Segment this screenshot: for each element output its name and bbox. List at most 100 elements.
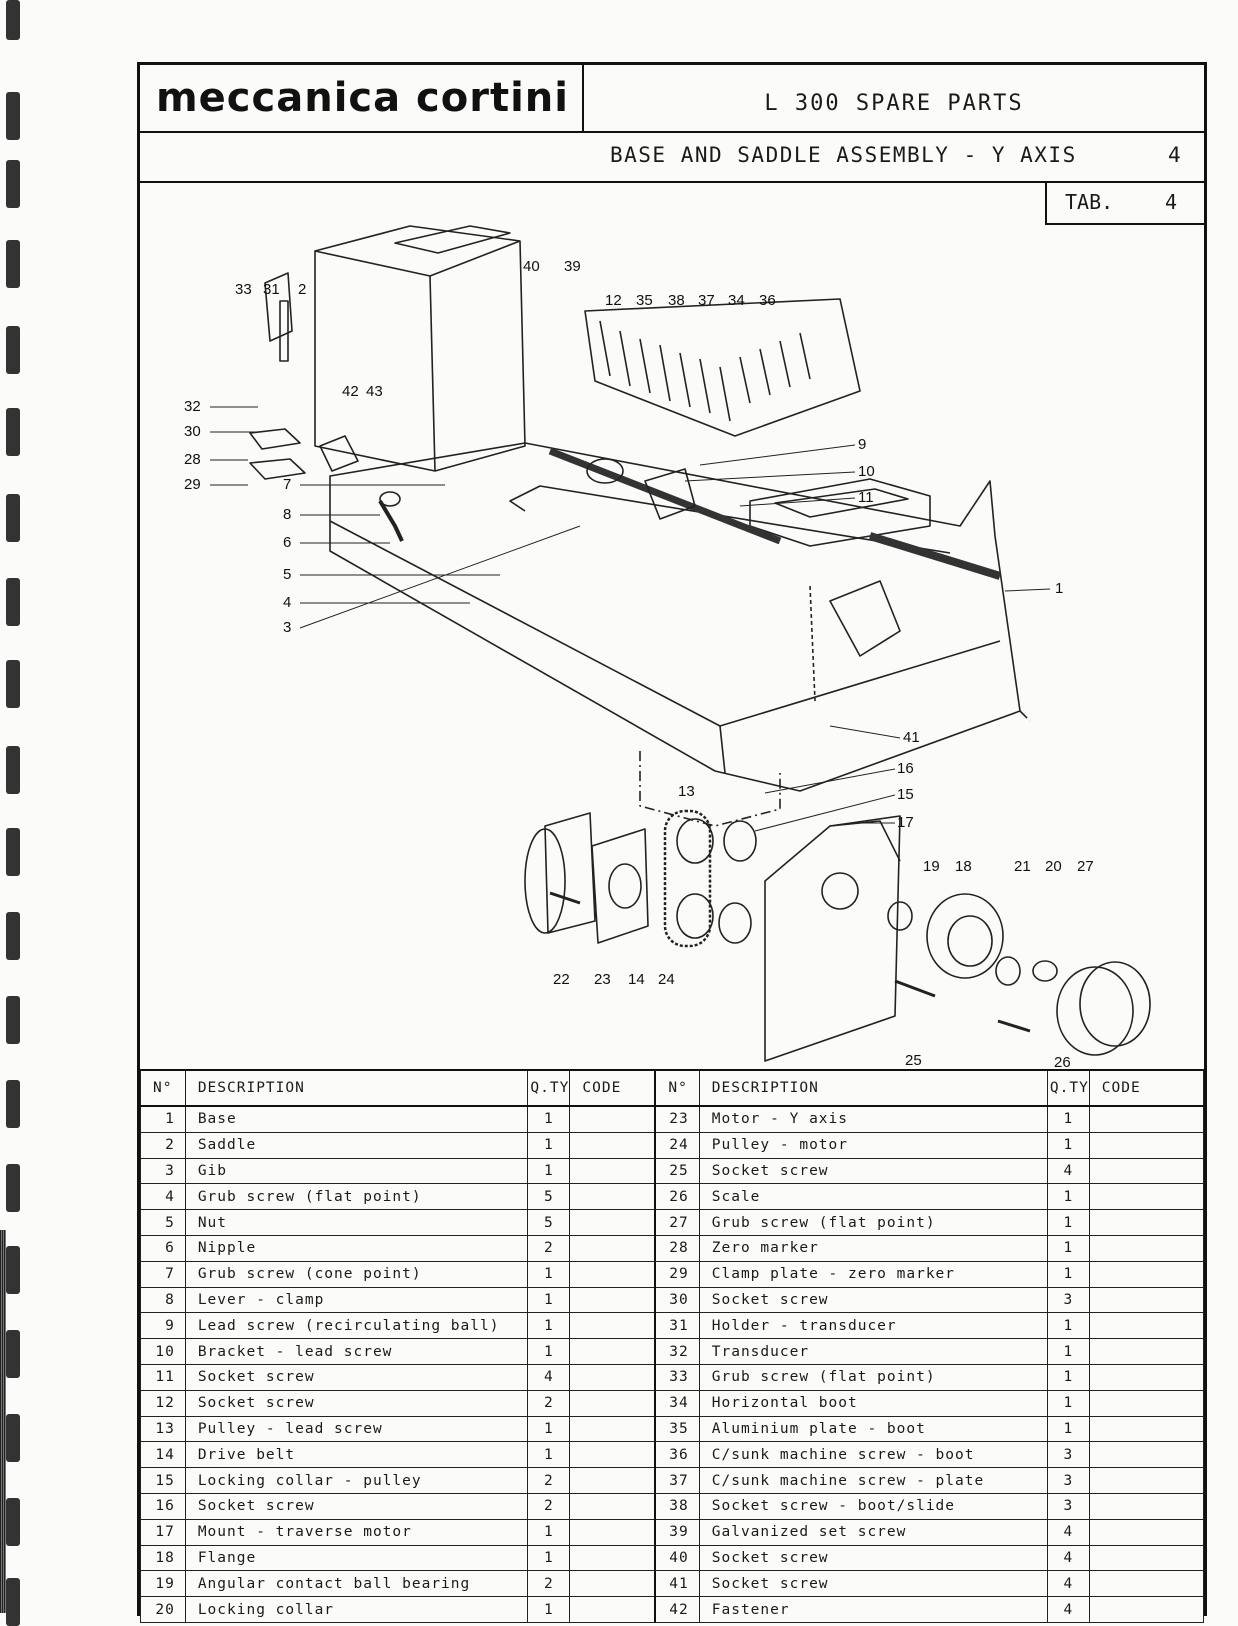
part-code xyxy=(569,1363,657,1391)
part-number: 35 xyxy=(654,1415,700,1443)
part-number: 8 xyxy=(140,1286,186,1314)
callout-14: 14 xyxy=(628,971,645,988)
part-description: Grub screw (cone point) xyxy=(184,1260,529,1288)
part-quantity: 1 xyxy=(527,1157,571,1185)
callout-17: 17 xyxy=(897,814,914,831)
part-number: 28 xyxy=(654,1234,700,1262)
tab-number: 4 xyxy=(1165,190,1178,214)
part-code xyxy=(1088,1415,1205,1443)
part-number: 25 xyxy=(654,1157,700,1185)
binder-hole xyxy=(6,578,20,626)
part-code xyxy=(569,1570,657,1598)
part-quantity: 1 xyxy=(527,1441,571,1469)
part-quantity: 3 xyxy=(1046,1492,1090,1520)
part-description: Grub screw (flat point) xyxy=(698,1209,1048,1236)
part-code xyxy=(569,1544,657,1572)
callout-34: 34 xyxy=(728,292,745,309)
binder-hole xyxy=(6,912,20,960)
callout-21: 21 xyxy=(1014,858,1031,875)
document-title: L 300 SPARE PARTS xyxy=(764,91,1024,116)
part-code xyxy=(569,1234,657,1262)
part-number: 36 xyxy=(654,1441,700,1469)
part-quantity: 1 xyxy=(1046,1234,1090,1262)
callout-37: 37 xyxy=(698,292,715,309)
part-quantity: 4 xyxy=(1046,1157,1090,1185)
binder-hole xyxy=(6,0,20,40)
part-number: 39 xyxy=(654,1518,700,1546)
flange xyxy=(926,893,1004,979)
part-code xyxy=(1088,1338,1205,1365)
col-description: DESCRIPTION xyxy=(698,1069,1048,1107)
part-description: Socket screw xyxy=(698,1286,1048,1314)
base xyxy=(329,442,1021,792)
part-quantity: 5 xyxy=(527,1183,571,1211)
part-number: 4 xyxy=(140,1183,186,1211)
part-number: 6 xyxy=(140,1234,186,1262)
subheader: BASE AND SADDLE ASSEMBLY - Y AXIS 4 xyxy=(140,131,1204,183)
callout-20: 20 xyxy=(1045,858,1062,875)
part-description: Nipple xyxy=(184,1234,529,1262)
binder-hole xyxy=(6,746,20,794)
part-quantity: 1 xyxy=(527,1415,571,1443)
part-code xyxy=(569,1596,657,1623)
binder-hole xyxy=(6,1330,20,1378)
part-number: 38 xyxy=(654,1492,700,1520)
part-quantity: 2 xyxy=(527,1570,571,1598)
binder-hole xyxy=(6,828,20,876)
part-code xyxy=(569,1131,657,1159)
company-logo: meccanica cortini xyxy=(140,65,584,131)
part-quantity: 1 xyxy=(1046,1389,1090,1417)
drawing-linework xyxy=(249,225,1151,1062)
part-code xyxy=(1088,1544,1205,1572)
part-description: Locking collar - pulley xyxy=(184,1467,529,1494)
callout-41: 41 xyxy=(903,729,920,746)
part-quantity: 2 xyxy=(527,1467,571,1494)
scale-dial xyxy=(1056,966,1134,1056)
table-header: N° DESCRIPTION Q.TY CODE N° DESCRIPTION … xyxy=(140,1069,1205,1107)
part-description: Socket screw xyxy=(698,1544,1048,1572)
part-code xyxy=(1088,1467,1205,1494)
header: meccanica cortini L 300 SPARE PARTS xyxy=(140,65,1204,133)
part-quantity: 1 xyxy=(1046,1183,1090,1211)
part-quantity: 2 xyxy=(527,1234,571,1262)
part-description: Lead screw (recirculating ball) xyxy=(184,1312,529,1340)
part-quantity: 4 xyxy=(1046,1596,1090,1623)
drawing-callouts: 1 2 3 4 5 6 7 8 9 10 11 12 13 14 15 16 1… xyxy=(184,258,1094,1069)
col-number: N° xyxy=(140,1069,186,1107)
part-quantity: 1 xyxy=(1046,1260,1090,1288)
part-code xyxy=(569,1157,657,1185)
part-number: 33 xyxy=(654,1363,700,1391)
part-code xyxy=(569,1260,657,1288)
part-quantity: 1 xyxy=(527,1286,571,1314)
tab-label: TAB. xyxy=(1065,190,1114,214)
part-number: 13 xyxy=(140,1415,186,1443)
part-number: 32 xyxy=(654,1338,700,1365)
callout-31: 31 xyxy=(263,281,280,298)
part-quantity: 1 xyxy=(527,1105,571,1133)
callout-42: 42 xyxy=(342,383,359,400)
part-number: 27 xyxy=(654,1209,700,1236)
part-description: Zero marker xyxy=(698,1234,1048,1262)
part-number: 19 xyxy=(140,1570,186,1598)
col-number: N° xyxy=(654,1069,700,1107)
part-quantity: 4 xyxy=(1046,1570,1090,1598)
callout-32: 32 xyxy=(184,398,201,415)
binder-hole xyxy=(6,92,20,140)
binder-hole xyxy=(6,1498,20,1546)
tab-box: TAB. 4 xyxy=(1045,181,1204,225)
callout-8: 8 xyxy=(283,506,291,523)
callout-11: 11 xyxy=(858,489,874,506)
binder-hole xyxy=(6,494,20,542)
part-code xyxy=(1088,1209,1205,1236)
part-description: Socket screw xyxy=(184,1492,529,1520)
part-code xyxy=(569,1415,657,1443)
binder-hole xyxy=(6,160,20,208)
